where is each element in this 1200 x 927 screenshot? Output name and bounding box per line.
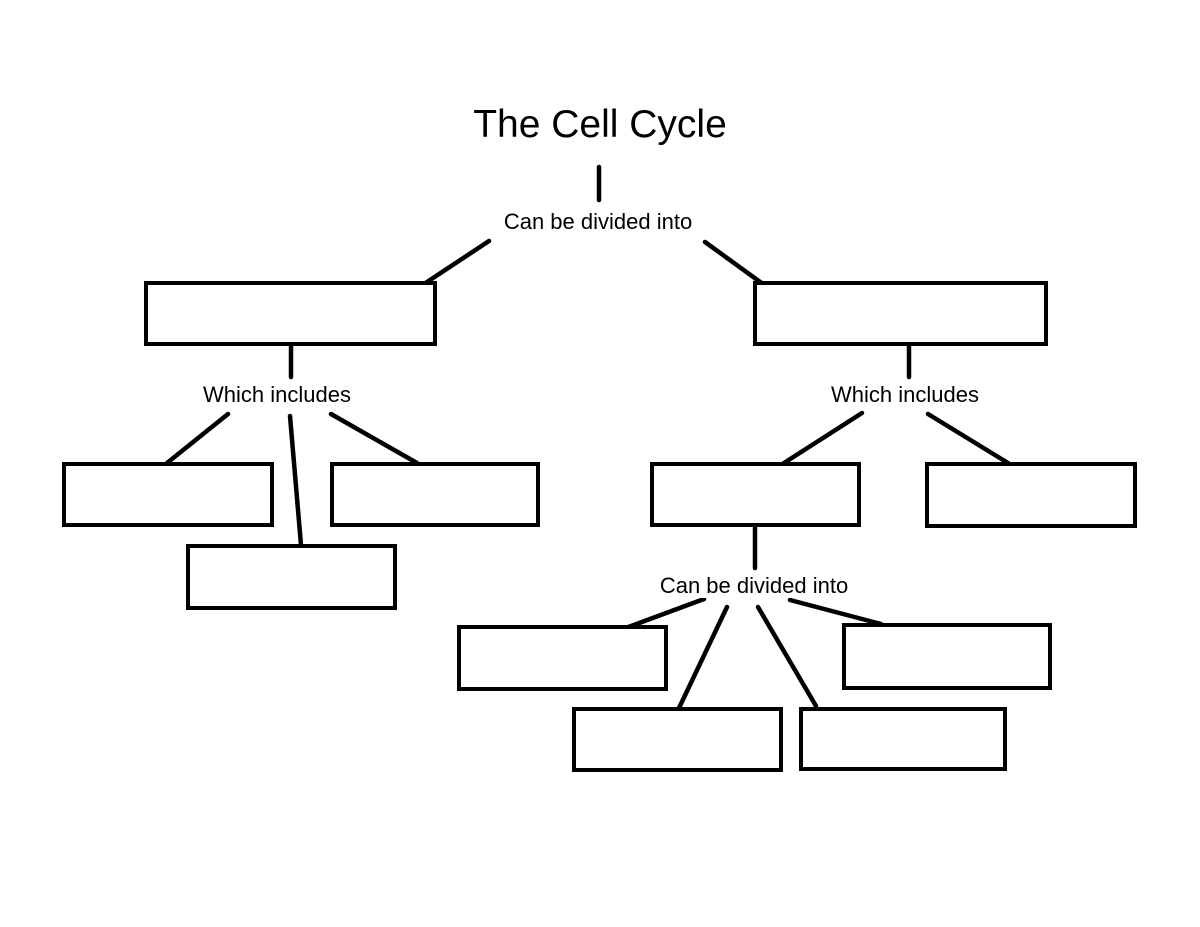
blank-box-left-child-1[interactable] (62, 462, 274, 527)
connector-divided-label-to-grandchild-3 (755, 604, 819, 709)
connector-right-label-to-child-1 (781, 410, 865, 466)
connector-root-label-to-branch-left (421, 238, 492, 287)
left-branch-connector-label: Which includes (201, 382, 353, 408)
connector-right-label-to-child-2 (925, 411, 1011, 466)
root-connector-label: Can be divided into (501, 209, 695, 235)
blank-box-right-grandchild-3[interactable] (799, 707, 1007, 771)
right-child-connector-label: Can be divided into (657, 573, 851, 599)
blank-box-right-grandchild-1[interactable] (457, 625, 668, 691)
page-title: The Cell Cycle (473, 103, 727, 146)
blank-box-right-child-2[interactable] (925, 462, 1137, 528)
connector-left-label-to-child-1 (164, 411, 231, 466)
connector-left-label-to-child-3 (287, 413, 304, 548)
right-branch-connector-label: Which includes (829, 382, 981, 408)
connector-left-label-to-child-2 (328, 411, 420, 466)
blank-box-right-child-1[interactable] (650, 462, 861, 527)
blank-box-branch-right[interactable] (753, 281, 1048, 346)
blank-box-right-grandchild-2[interactable] (572, 707, 783, 772)
connector-divided-label-to-grandchild-4 (787, 597, 884, 627)
connector-divided-label-to-grandchild-2 (676, 604, 730, 711)
connector-root-label-to-branch-right (702, 239, 766, 287)
blank-box-left-child-2[interactable] (330, 462, 540, 527)
blank-box-branch-left[interactable] (144, 281, 437, 346)
blank-box-left-child-3[interactable] (186, 544, 397, 610)
blank-box-right-grandchild-4[interactable] (842, 623, 1052, 690)
